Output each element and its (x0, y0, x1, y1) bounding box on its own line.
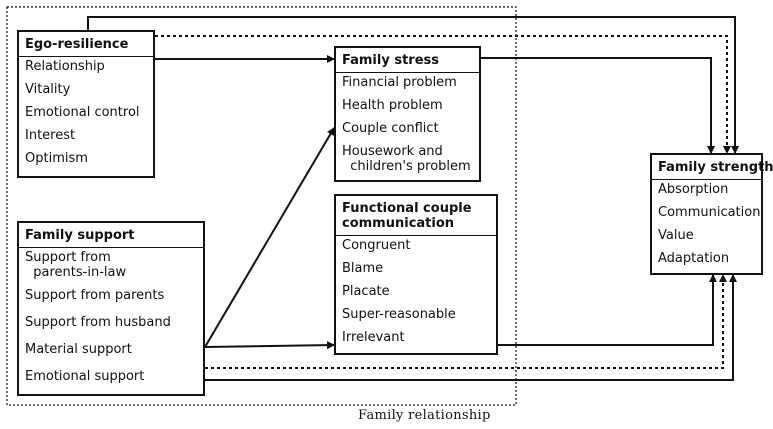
family-support-items: Support from parents-in-law Support from… (19, 248, 203, 391)
family-strength-title: Family strength (652, 155, 773, 180)
family-strength-items: Absorption Communication Value Adaptatio… (652, 180, 761, 274)
arrow-ego-to-strength-solid (87, 16, 739, 154)
item-support-from-parents: Support from parents (25, 288, 165, 303)
family-support-title: Family support (19, 223, 203, 248)
item-emotional-support: Emotional support (25, 369, 145, 384)
family-support-box: Family support Support from parents-in-l… (17, 221, 205, 396)
functional-couple-communication-items: Congruent Blame Placate Super-reasonable… (336, 236, 496, 350)
family-relationship-region (6, 6, 517, 406)
item-health-problem: Health problem (342, 98, 443, 113)
ego-resilience-items: Relationship Vitality Emotional control … (19, 57, 153, 174)
arrow-ego-to-strength-dotted (155, 35, 731, 154)
item-value: Value (658, 228, 694, 243)
arrow-support-to-communication (204, 341, 335, 350)
item-adaptation: Adaptation (658, 251, 730, 266)
item-placate: Placate (342, 284, 390, 299)
item-interest: Interest (25, 128, 76, 143)
item-absorption: Absorption (658, 182, 729, 197)
item-vitality: Vitality (25, 82, 71, 97)
item-optimism: Optimism (25, 151, 88, 166)
item-irrelevant: Irrelevant (342, 330, 405, 345)
item-couple-conflict: Couple conflict (342, 121, 439, 136)
item-housework-and-childrens-problem: Housework and children's problem (342, 144, 471, 174)
ego-resilience-title: Ego-resilience (19, 32, 153, 57)
family-strength-box: Family strength Absorption Communication… (650, 153, 773, 275)
family-stress-items: Financial problem Health problem Couple … (336, 73, 479, 176)
family-relationship-label: Family relationship (358, 408, 491, 423)
item-emotional-control: Emotional control (25, 105, 140, 120)
family-stress-title: Family stress (336, 48, 479, 73)
arrow-stress-to-strength (481, 57, 715, 154)
item-financial-problem: Financial problem (342, 75, 457, 90)
item-material-support: Material support (25, 342, 132, 357)
item-blame: Blame (342, 261, 384, 276)
functional-couple-communication-box: Functional couple communication Congruen… (334, 194, 498, 355)
item-super-reasonable: Super-reasonable (342, 307, 456, 322)
family-stress-box: Family stress Financial problem Health p… (334, 46, 481, 182)
item-communication: Communication (658, 205, 761, 220)
item-relationship: Relationship (25, 59, 105, 74)
arrow-communication-to-strength (498, 274, 717, 346)
arrow-support-to-strength-solid (205, 274, 737, 381)
arrow-support-to-stress (204, 127, 335, 348)
item-congruent: Congruent (342, 238, 411, 253)
functional-couple-communication-title: Functional couple communication (336, 196, 496, 236)
arrow-support-to-strength-dotted (205, 274, 727, 369)
item-support-from-parents-in-law: Support from parents-in-law (25, 250, 127, 280)
item-support-from-husband: Support from husband (25, 315, 171, 330)
ego-resilience-box: Ego-resilience Relationship Vitality Emo… (17, 30, 155, 178)
